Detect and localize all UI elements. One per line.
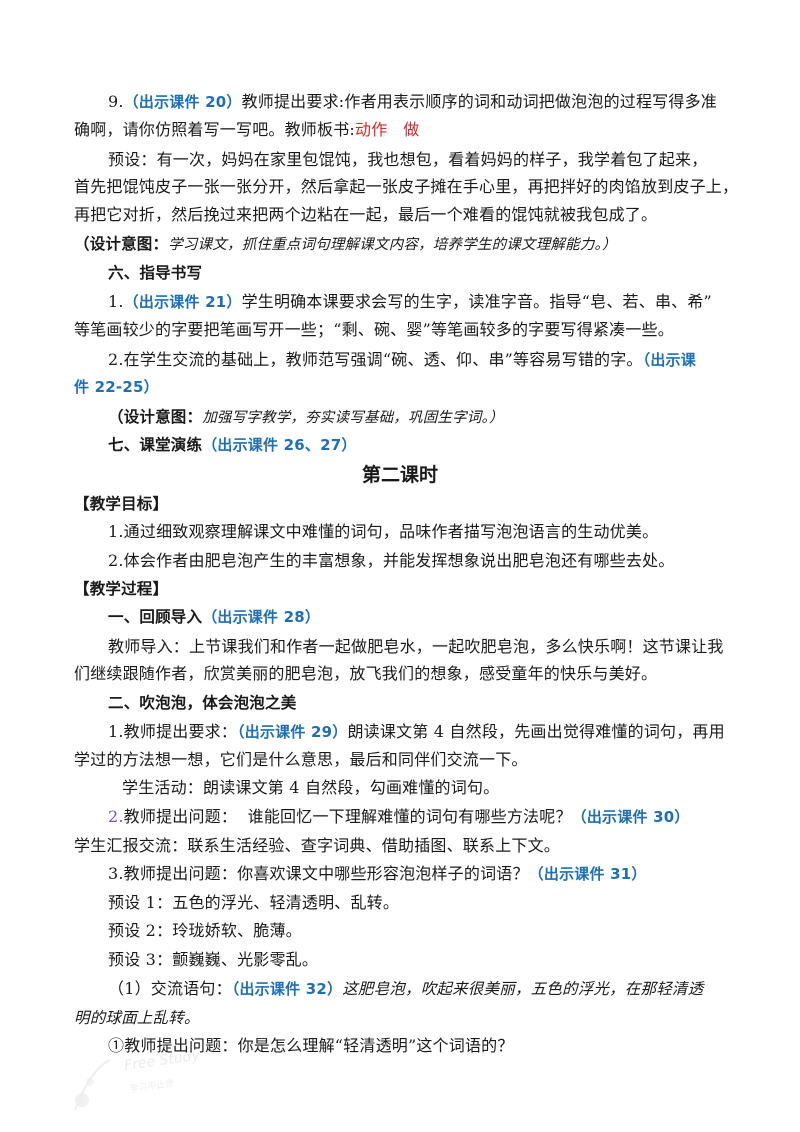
watermark-sub: 学习不止步 bbox=[129, 1077, 175, 1095]
design-intent-label: （设计意图： bbox=[74, 235, 169, 253]
process-header: 【教学过程】 bbox=[74, 580, 169, 598]
preset-line2: 首先把馄饨皮子一张一张分开，然后拿起一张皮子摊在手心里，再把拌好的肉馅放到皮子上… bbox=[74, 177, 739, 196]
s6-para2-line1: 2.在学生交流的基础上，教师范写强调“碗、透、仰、串”等容易写错的字。（出示课 bbox=[108, 350, 696, 370]
watermark-brand: Free Study bbox=[123, 1047, 201, 1074]
courseware-ref: （出示课件 26、27） bbox=[202, 436, 357, 454]
item9-line1: 9.（出示课件 20）教师提出要求:作者用表示顺序的词和动词把做泡泡的过程写得多… bbox=[108, 92, 717, 112]
board-word-action: 动作 bbox=[355, 120, 388, 139]
watermark-logo: Free Study 学习不止步 bbox=[70, 1040, 230, 1120]
preset-line3: 再把它对折，然后挽过来把两个边粘在一起，最后一个难看的馄饨就被我包成了。 bbox=[74, 205, 658, 224]
courseware-ref: （出示课件 32） bbox=[231, 980, 343, 998]
preset-answer-1: 预设 1：五色的浮光、轻清透明、乱转。 bbox=[108, 893, 400, 912]
item-number: 1. bbox=[108, 292, 124, 311]
design-intent-1: （设计意图：学习课文，抓住重点词句理解课文内容，培养学生的课文理解能力。） bbox=[74, 234, 617, 255]
courseware-ref: （出示课件 31） bbox=[528, 865, 647, 883]
goals-header: 【教学目标】 bbox=[74, 495, 169, 513]
s6-para2-line2: 件 22-25） bbox=[74, 378, 159, 396]
design-intent-text: 学习课文，抓住重点词句理解课文内容，培养学生的课文理解能力。） bbox=[168, 237, 617, 253]
goal-1: 1.通过细致观察理解课文中难懂的词句，品味作者描写泡泡语言的生动优美。 bbox=[108, 522, 659, 541]
courseware-ref: （出示课件 28） bbox=[202, 608, 321, 626]
part2-a-line2: 学过的方法想一想，它们是什么意思，最后和同伴们交流一下。 bbox=[74, 750, 528, 769]
courseware-ref: （出示课件 20） bbox=[123, 93, 242, 111]
board-word-make: 做 bbox=[403, 120, 420, 139]
item9-text: 教师提出要求:作者用表示顺序的词和动词把做泡泡的过程写得多准 bbox=[241, 92, 717, 111]
exchange-quote: 这肥皂泡，吹起来很美丽，五色的浮光，在那轻清透 bbox=[342, 980, 704, 998]
design-intent-2: （设计意图：加强写字教学，夯实读写基础，巩固生字词。） bbox=[108, 407, 504, 428]
courseware-ref: （出示课件 30） bbox=[571, 808, 690, 826]
question-1: ①教师提出问题：你是怎么理解“轻清透明”这个词语的？ bbox=[108, 1036, 514, 1055]
goal-2: 2.体会作者由肥皂泡产生的丰富想象，并能发挥想象说出肥皂泡还有哪些去处。 bbox=[108, 551, 675, 570]
exchange-line2: 明的球面上乱转。 bbox=[74, 1009, 200, 1027]
section-title-text: 七、课堂演练 bbox=[108, 436, 203, 454]
s6-para1-line2: 等笔画较少的字要把笔画写开一些；“剩、碗、婴”等笔画较多的字要写得紧凑一些。 bbox=[74, 320, 674, 339]
part1-title: 一、回顾导入（出示课件 28） bbox=[108, 607, 320, 627]
part2-c-text: 3.教师提出问题：你喜欢课文中哪些形容泡泡样子的词语？ bbox=[108, 864, 529, 883]
item-number: 2. bbox=[108, 807, 124, 826]
s6-para2-text: 2.在学生交流的基础上，教师范写强调“碗、透、仰、串”等容易写错的字。 bbox=[108, 350, 643, 369]
s6-para1-text: 学生明确本课要求会写的生字，读准字音。指导“皂、若、串、希” bbox=[241, 292, 712, 311]
item9-line2: 确啊，请你仿照着写一写吧。教师板书:动作 做 bbox=[74, 120, 419, 140]
courseware-ref: （出示课件 21） bbox=[123, 293, 242, 311]
part1-line1: 教师导入：上节课我们和作者一起做肥皂水，一起吹肥皂泡，多么快乐啊！这节课让我 bbox=[108, 637, 724, 656]
lesson-title: 第二课时 bbox=[361, 464, 438, 486]
part2-title: 二、吹泡泡，体会泡泡之美 bbox=[108, 694, 297, 712]
part2-b-text: 教师提出问题： 谁能回忆一下理解难懂的词句有哪些方法呢？ bbox=[123, 807, 572, 826]
design-intent-text: 加强写字教学，夯实读写基础，巩固生字词。） bbox=[202, 410, 504, 426]
student-report: 学生汇报交流：联系生活经验、查字词典、借助插图、联系上下文。 bbox=[74, 836, 561, 855]
item9-text-cont: 确啊，请你仿照着写一写吧。教师板书: bbox=[74, 120, 355, 139]
design-intent-label: （设计意图： bbox=[108, 408, 203, 426]
part2-a-line1: 1.教师提出要求：（出示课件 29）朗读课文第 4 自然段，先画出觉得难懂的词句… bbox=[108, 722, 725, 742]
courseware-ref: （出示课件 29） bbox=[237, 723, 348, 741]
part2-a-text-cont: 朗读课文第 4 自然段，先画出觉得难懂的词句，再用 bbox=[347, 722, 725, 741]
exchange-line1: （1）交流语句：（出示课件 32）这肥皂泡，吹起来很美丽，五色的浮光，在那轻清透 bbox=[108, 979, 703, 999]
watermark-graphic: Free Study 学习不止步 bbox=[74, 1047, 201, 1111]
courseware-ref: （出示课 bbox=[642, 351, 696, 369]
section-title-6: 六、指导书写 bbox=[108, 264, 203, 282]
preset-answer-3: 预设 3：颤巍巍、光影零乱。 bbox=[108, 950, 319, 969]
part2-a-text: 1.教师提出要求： bbox=[108, 722, 238, 741]
part2-b-line: 2.教师提出问题： 谁能回忆一下理解难懂的词句有哪些方法呢？（出示课件 30） bbox=[108, 807, 690, 827]
preset-line1: 预设：有一次，妈妈在家里包馄饨，我也想包，看着妈妈的样子，我学着包了起来， bbox=[108, 150, 708, 169]
preset-answer-2: 预设 2：玲珑娇软、脆薄。 bbox=[108, 921, 302, 940]
item-number: 9. bbox=[108, 92, 124, 111]
part2-c-line: 3.教师提出问题：你喜欢课文中哪些形容泡泡样子的词语？（出示课件 31） bbox=[108, 864, 647, 884]
part-title-text: 一、回顾导入 bbox=[108, 608, 203, 626]
student-activity: 学生活动：朗读课文第 4 自然段，勾画难懂的词句。 bbox=[122, 778, 500, 797]
exchange-text: （1）交流语句： bbox=[108, 979, 232, 998]
part1-line2: 们继续跟随作者，欣赏美丽的肥皂泡，放飞我们的想象，感受童年的快乐与美好。 bbox=[74, 664, 658, 683]
section-title-7: 七、课堂演练（出示课件 26、27） bbox=[108, 435, 357, 455]
s6-para1-line1: 1.（出示课件 21）学生明确本课要求会写的生字，读准字音。指导“皂、若、串、希… bbox=[108, 292, 712, 312]
